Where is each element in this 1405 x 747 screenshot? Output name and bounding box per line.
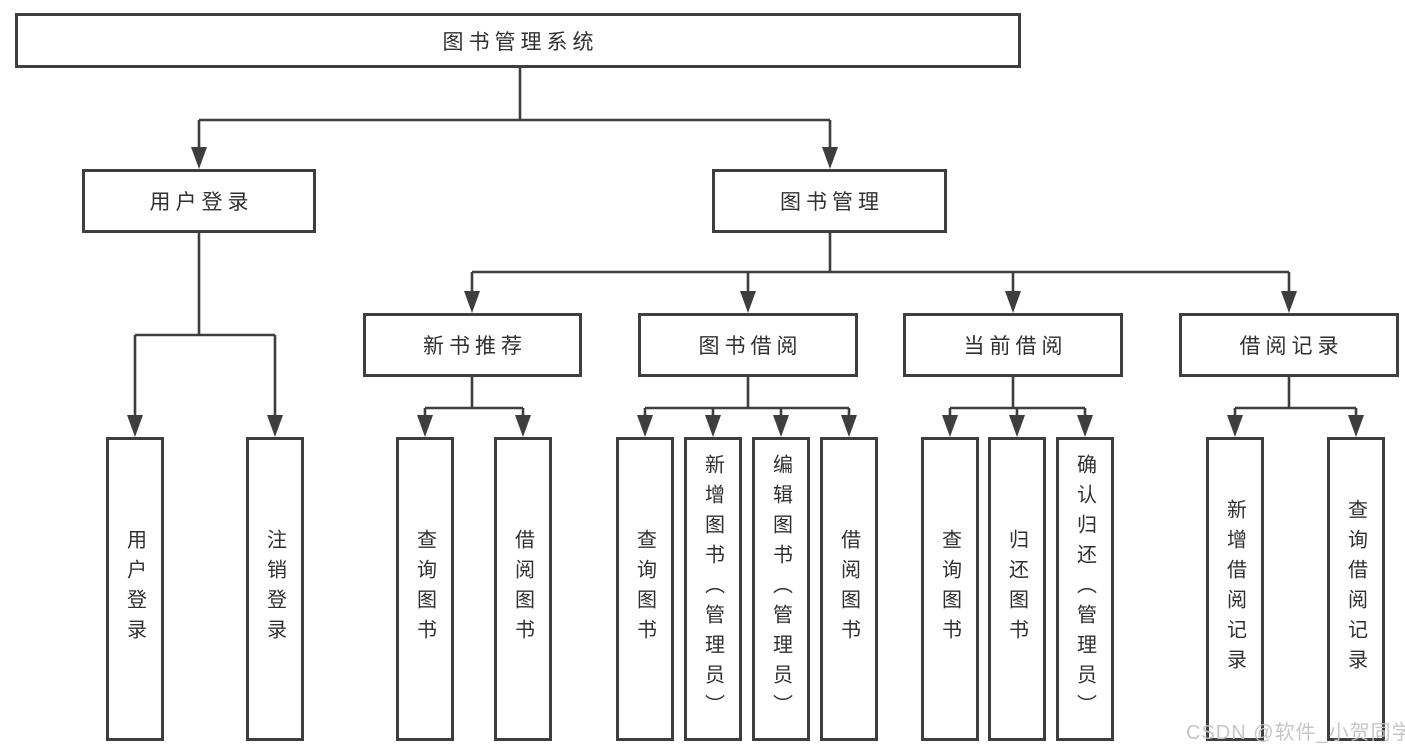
arrowhead-icon <box>1009 415 1025 437</box>
connector-newbook-to-leaves <box>423 377 525 418</box>
leaf-borrow-book: 借阅图书 <box>820 437 878 741</box>
leaf-return-book: 归还图书 <box>988 437 1046 741</box>
arrowhead-icon <box>1348 415 1364 437</box>
arrowhead-icon <box>1227 415 1243 437</box>
arrowhead-icon <box>740 291 756 313</box>
node-root-system: 图书管理系统 <box>15 13 1021 68</box>
leaf-confirm-return-admin: 确认归还（管理员） <box>1056 437 1114 741</box>
node-book-borrow: 图书借阅 <box>638 313 858 377</box>
leaf-query-book: 查询图书 <box>616 437 674 741</box>
arrowhead-icon <box>705 415 721 437</box>
leaf-query-book: 查询图书 <box>921 437 979 741</box>
arrowhead-icon <box>464 291 480 313</box>
arrowhead-icon <box>267 415 283 437</box>
connector-borrowrecord-to-leaves <box>1233 377 1358 418</box>
leaf-add-book-admin: 新增图书（管理员） <box>684 437 742 741</box>
leaf-borrow-book: 借阅图书 <box>494 437 552 741</box>
leaf-query-borrow-record: 查询借阅记录 <box>1327 437 1385 741</box>
connector-bookmgmt-to-level3 <box>470 233 1291 294</box>
leaf-query-book: 查询图书 <box>396 437 454 741</box>
leaf-add-borrow-record: 新增借阅记录 <box>1206 437 1264 741</box>
arrowhead-icon <box>942 415 958 437</box>
arrowhead-icon <box>1005 291 1021 313</box>
node-current-borrow: 当前借阅 <box>903 313 1123 377</box>
csdn-watermark: CSDN @软件_小贺同学 <box>1186 722 1405 744</box>
node-user-login: 用户登录 <box>82 169 316 233</box>
arrowhead-icon <box>841 415 857 437</box>
arrowhead-icon <box>127 415 143 437</box>
leaf-edit-book-admin: 编辑图书（管理员） <box>752 437 810 741</box>
node-borrow-records: 借阅记录 <box>1179 313 1399 377</box>
connector-userlogin-to-leaves <box>133 233 277 418</box>
connector-bookborrow-to-leaves <box>643 377 851 418</box>
arrowhead-icon <box>417 415 433 437</box>
connector-root-to-level2 <box>197 68 832 150</box>
leaf-user-login: 用户登录 <box>106 437 164 741</box>
arrowhead-icon <box>773 415 789 437</box>
arrowhead-icon <box>1077 415 1093 437</box>
arrowhead-icon <box>637 415 653 437</box>
node-book-management: 图书管理 <box>712 169 947 233</box>
arrowhead-icon <box>822 147 838 169</box>
arrowhead-icon <box>1281 291 1297 313</box>
arrowhead-icon <box>191 147 207 169</box>
node-new-book-recommend: 新书推荐 <box>363 313 582 377</box>
connector-currentborrow-to-leaves <box>948 377 1087 418</box>
arrowhead-icon <box>515 415 531 437</box>
leaf-logout: 注销登录 <box>246 437 304 741</box>
